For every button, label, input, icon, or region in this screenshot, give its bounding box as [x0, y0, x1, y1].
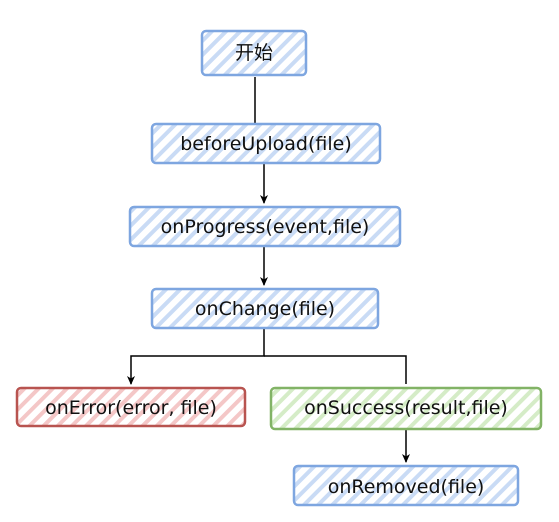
edge-on-change-to-on-success	[264, 355, 407, 384]
node-box	[150, 287, 380, 330]
node-label: onSuccess(result,file)	[304, 397, 508, 419]
node-on-change: onChange(file)	[150, 287, 380, 330]
node-on-removed: onRemoved(file)	[292, 464, 520, 507]
node-label: onRemoved(file)	[328, 476, 485, 498]
node-before-upload: beforeUpload(file)	[150, 122, 382, 165]
node-label: 开始	[235, 42, 273, 64]
node-label: beforeUpload(file)	[180, 133, 351, 155]
node-box	[150, 122, 382, 165]
node-box	[292, 464, 520, 507]
node-start: 开始	[200, 29, 308, 77]
node-label: onProgress(event,file)	[161, 216, 370, 238]
node-box	[128, 205, 402, 248]
node-on-error: onError(error, file)	[15, 386, 247, 428]
node-on-success: onSuccess(result,file)	[269, 386, 543, 431]
node-label: onError(error, file)	[45, 397, 217, 419]
edges	[127, 77, 410, 463]
node-label: onChange(file)	[195, 298, 335, 320]
edge-on-change-split	[127, 329, 265, 385]
node-on-progress: onProgress(event,file)	[128, 205, 402, 248]
node-box	[15, 386, 247, 428]
node-box	[269, 386, 543, 431]
node-box	[200, 29, 308, 77]
